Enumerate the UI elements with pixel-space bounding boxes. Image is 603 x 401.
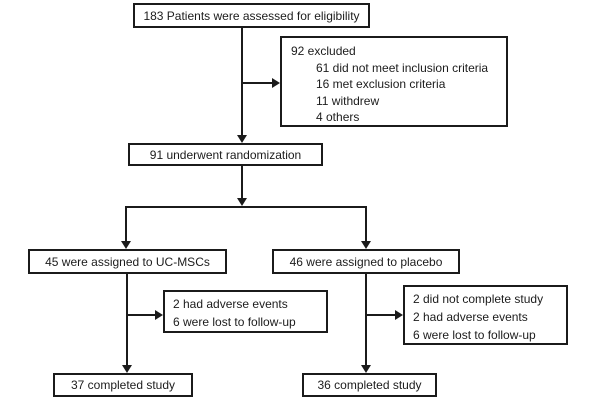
ucmscs-dropout-box: 2 had adverse events 6 were lost to foll…: [163, 290, 328, 333]
randomization-box: 91 underwent randomization: [128, 143, 323, 166]
connector-ucmscs-to-completed: [126, 274, 128, 366]
excluded-box: 92 excluded 61 did not meet inclusion cr…: [280, 36, 508, 127]
connector-split-left: [125, 206, 127, 241]
arrowhead-down-icon: [361, 241, 371, 249]
excluded-title: 92 excluded: [291, 44, 356, 58]
placebo-arm-text: 46 were assigned to placebo: [289, 254, 443, 269]
ucmscs-arm-text: 45 were assigned to UC-MSCs: [45, 254, 210, 269]
dropout-item: 2 did not complete study: [413, 292, 544, 306]
excluded-item: 11 withdrew: [316, 93, 380, 108]
arrowhead-down-icon: [237, 198, 247, 206]
placebo-arm-box: 46 were assigned to placebo: [272, 249, 460, 274]
eligibility-text: 183 Patients were assessed for eligibili…: [143, 8, 360, 23]
connector-to-right-dropout: [366, 314, 396, 316]
connector-split-horizontal: [125, 206, 367, 208]
placebo-completed-box: 36 completed study: [302, 373, 437, 397]
excluded-item: 4 others: [316, 110, 360, 124]
arrowhead-down-icon: [121, 241, 131, 249]
connector-to-left-dropout: [127, 314, 156, 316]
connector-to-excluded: [242, 82, 273, 84]
dropout-item: 6 were lost to follow-up: [413, 328, 536, 342]
arrowhead-right-icon: [272, 78, 280, 88]
arrowhead-right-icon: [155, 310, 163, 320]
dropout-item: 2 had adverse events: [413, 310, 528, 324]
placebo-completed-text: 36 completed study: [317, 378, 422, 392]
arrowhead-down-icon: [237, 135, 247, 143]
arrowhead-right-icon: [395, 310, 403, 320]
connector-randomization-to-split: [241, 166, 243, 198]
placebo-dropout-box: 2 did not complete study 2 had adverse e…: [403, 285, 568, 345]
excluded-item: 16 met exclusion criteria: [316, 77, 446, 91]
arrowhead-down-icon: [361, 365, 371, 373]
dropout-item: 2 had adverse events: [173, 297, 288, 311]
ucmscs-arm-box: 45 were assigned to UC-MSCs: [28, 249, 227, 274]
eligibility-box: 183 Patients were assessed for eligibili…: [133, 3, 370, 28]
dropout-item: 6 were lost to follow-up: [173, 315, 296, 329]
excluded-item: 61 did not meet inclusion criteria: [316, 60, 489, 75]
ucmscs-completed-box: 37 completed study: [53, 373, 193, 397]
arrowhead-down-icon: [122, 365, 132, 373]
randomization-text: 91 underwent randomization: [149, 147, 302, 162]
ucmscs-completed-text: 37 completed study: [70, 378, 176, 392]
connector-split-right: [365, 206, 367, 241]
connector-placebo-to-completed: [365, 274, 367, 366]
